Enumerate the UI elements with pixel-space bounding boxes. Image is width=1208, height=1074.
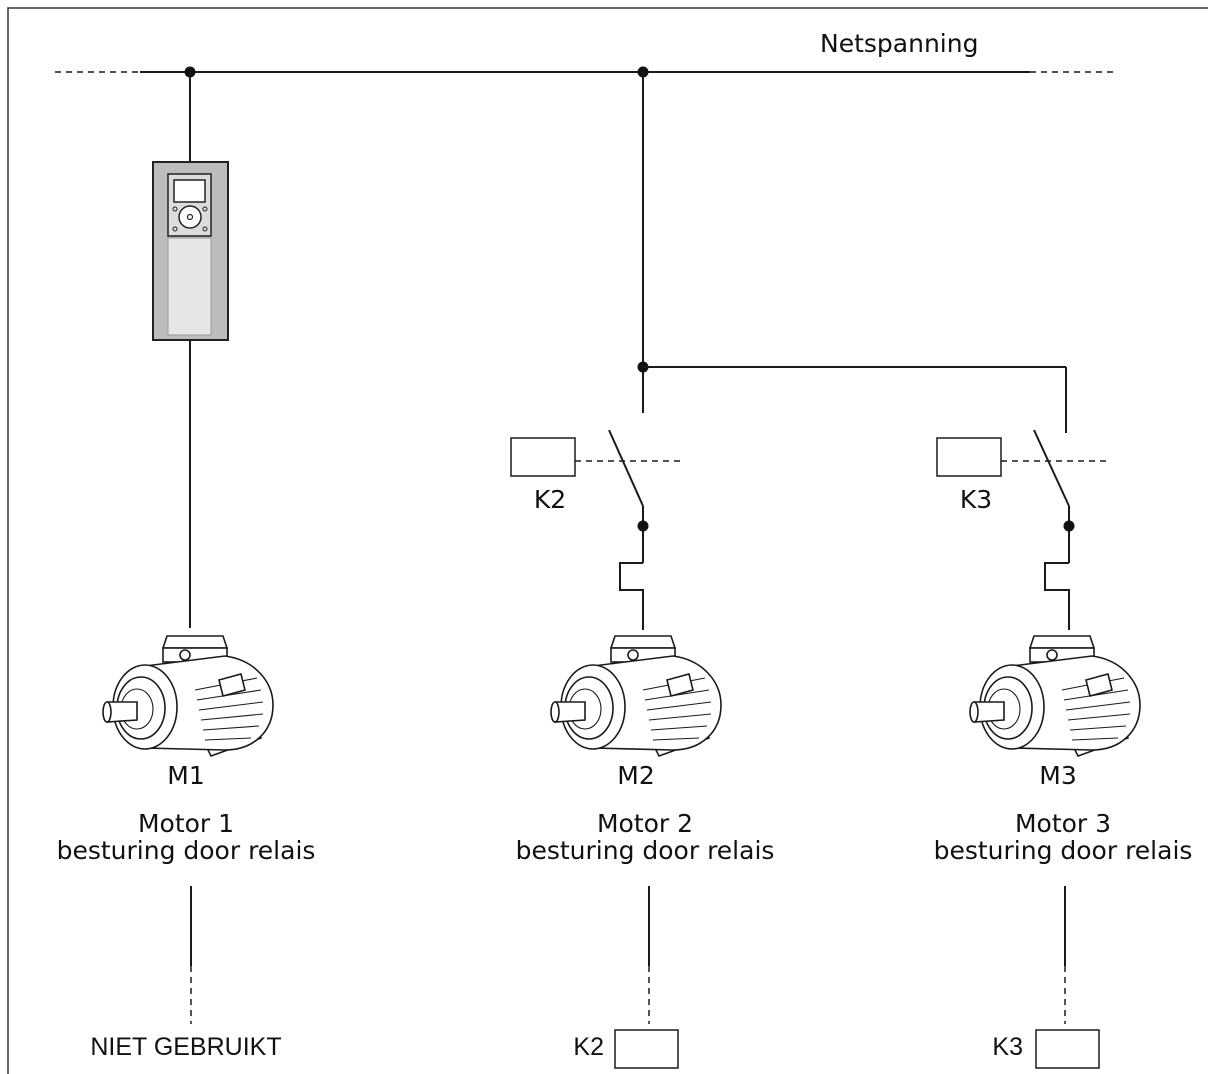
motor-m1-control: besturing door relais (57, 836, 316, 865)
k3-contactor-switch-icon (1033, 429, 1070, 507)
motor-m1-bottom-label: NIET GEBRUIKT (90, 1033, 281, 1061)
motor-m1-electric-motor-icon (102, 635, 274, 757)
motor-m2-tag: M2 (617, 761, 654, 790)
branch-3-node (1063, 520, 1075, 532)
k3-relay-coil-icon (936, 437, 1002, 477)
motor-m2-control: besturing door relais (516, 836, 775, 865)
motor-m2-bottom-label: K2 (573, 1033, 604, 1061)
motor-m3-control: besturing door relais (934, 836, 1193, 865)
supply-label: Netspanning (820, 29, 978, 58)
k2-contactor-switch-icon (608, 429, 644, 507)
branch-3-cable-offset (1044, 562, 1070, 630)
frequency-converter-icon (152, 161, 229, 341)
k2-label: K2 (534, 485, 566, 514)
motor-m1-tag: M1 (167, 761, 204, 790)
motor-m3-name: Motor 3 (1015, 809, 1111, 838)
k2-relay-coil-icon (510, 437, 576, 477)
motor-m3-tag: M3 (1039, 761, 1076, 790)
branch-2-node (637, 520, 649, 532)
motor-m2-name: Motor 2 (597, 809, 693, 838)
diagram-frame (7, 7, 1208, 1074)
k3-label: K3 (960, 485, 992, 514)
motor-m3-electric-motor-icon (969, 635, 1141, 757)
motor-m2-electric-motor-icon (550, 635, 722, 757)
motor-m3-relay-coil-icon (1035, 1029, 1100, 1069)
motor-m3-bottom-label: K3 (992, 1033, 1023, 1061)
branch-2-cable-offset (619, 562, 644, 630)
motor-m1-name: Motor 1 (138, 809, 234, 838)
motor-m2-relay-coil-icon (614, 1029, 679, 1069)
